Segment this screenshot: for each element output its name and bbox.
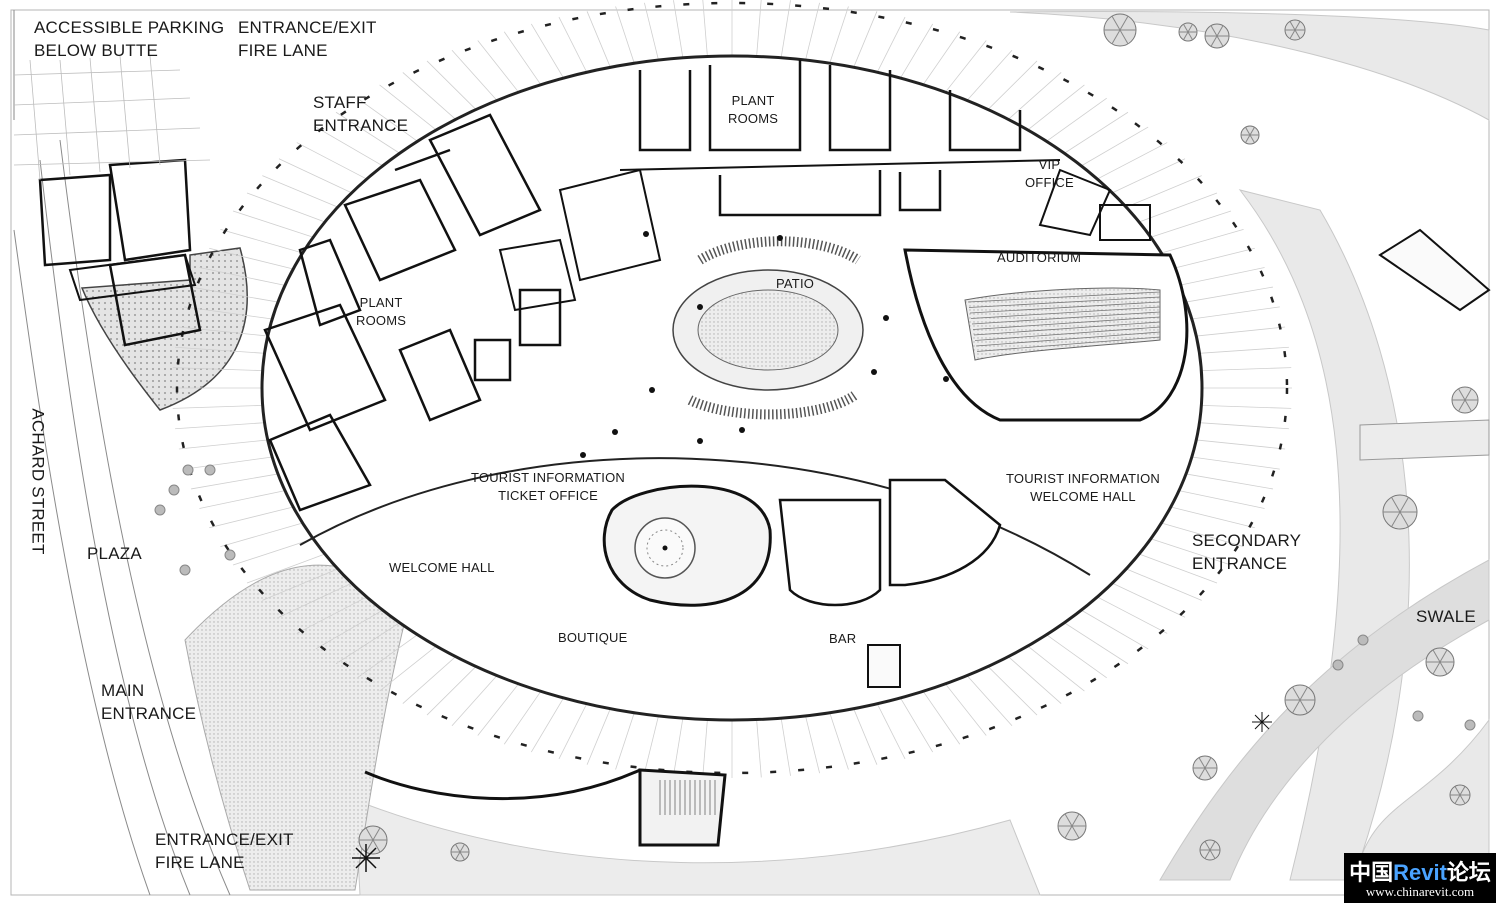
bar-core bbox=[778, 498, 882, 607]
label-achard-street: ACHARD STREET bbox=[28, 408, 48, 555]
label-accessible-parking: ACCESSIBLE PARKING BELOW BUTTE bbox=[34, 18, 225, 60]
west-rooms bbox=[263, 113, 662, 512]
label-swale: SWALE bbox=[1416, 607, 1476, 626]
east-walkway bbox=[1359, 419, 1490, 461]
streets bbox=[13, 10, 231, 896]
planter-left bbox=[80, 247, 248, 411]
label-plant-rooms-top: PLANT ROOMS bbox=[728, 93, 779, 127]
compass-icon bbox=[1252, 712, 1272, 732]
south-stair-block bbox=[638, 768, 727, 847]
label-plaza: PLAZA bbox=[87, 544, 142, 563]
label-tourist-ticket-office: TOURIST INFORMATION TICKET OFFICE bbox=[471, 470, 626, 504]
radial-lines bbox=[172, 0, 1292, 778]
watermark-url: www.chinarevit.com bbox=[1365, 884, 1475, 899]
parking-grid bbox=[13, 55, 211, 181]
watermark-brand: Revit bbox=[1393, 860, 1447, 885]
label-auditorium: AUDITORIUM bbox=[997, 250, 1082, 265]
label-patio: PATIO bbox=[776, 276, 815, 291]
north-arrow-icon bbox=[352, 844, 380, 872]
label-fire-lane-top: ENTRANCE/EXIT FIRE LANE bbox=[238, 18, 377, 60]
north-rooms bbox=[619, 60, 1151, 241]
toilet-core-right bbox=[888, 478, 1002, 587]
label-boutique: BOUTIQUE bbox=[558, 630, 628, 645]
patio-stairs-bottom bbox=[687, 390, 858, 420]
watermark-prefix: 中国 bbox=[1349, 860, 1394, 885]
landscape-bands bbox=[354, 11, 1490, 896]
label-welcome-hall: WELCOME HALL bbox=[389, 560, 495, 575]
label-fire-lane-bottom: ENTRANCE/EXIT FIRE LANE bbox=[155, 830, 294, 872]
label-staff-entrance: STAFF ENTRANCE bbox=[313, 93, 409, 135]
label-bar: BAR bbox=[829, 631, 857, 646]
patio-inner bbox=[697, 289, 839, 371]
watermark-badge: 中国Revit论坛 www.chinarevit.com bbox=[1344, 853, 1496, 903]
label-secondary-entrance: SECONDARY ENTRANCE bbox=[1192, 531, 1302, 573]
watermark-suffix: 论坛 bbox=[1446, 860, 1491, 885]
auditorium-seating bbox=[964, 287, 1161, 361]
label-plant-rooms-left: PLANT ROOMS bbox=[356, 295, 407, 329]
columns bbox=[580, 231, 949, 458]
label-vip-office: VIP OFFICE bbox=[1025, 157, 1074, 191]
label-tourist-welcome-hall: TOURIST INFORMATION WELCOME HALL bbox=[1006, 471, 1161, 505]
canopy-line bbox=[175, 1, 1289, 775]
east-bridge bbox=[1378, 228, 1491, 312]
plaza-paving bbox=[184, 564, 411, 891]
label-main-entrance: MAIN ENTRANCE bbox=[101, 681, 197, 723]
